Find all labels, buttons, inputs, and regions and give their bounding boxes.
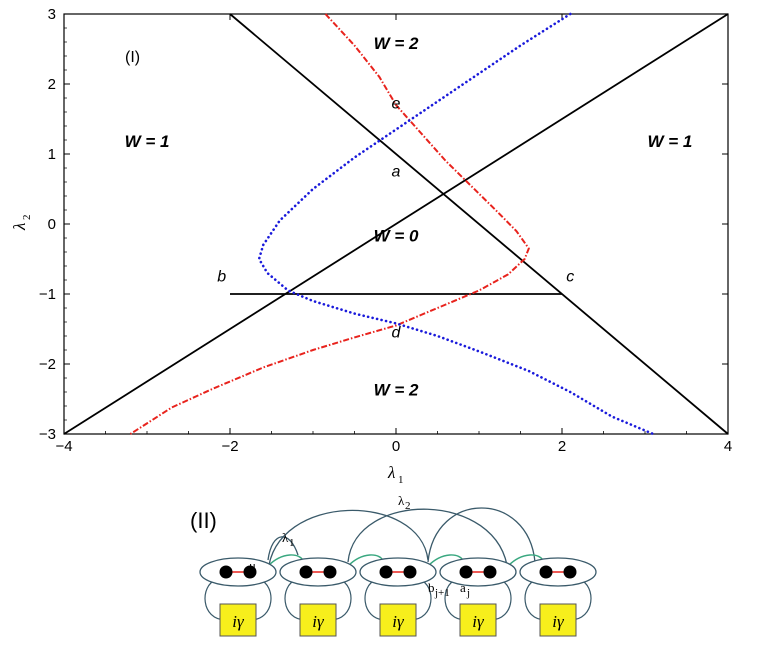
region-label: W = 1 <box>125 132 170 151</box>
y-tick-label: −1 <box>39 286 56 303</box>
x-tick-label: −4 <box>55 438 72 455</box>
curves <box>63 12 729 436</box>
point-label-b: b <box>217 268 226 285</box>
x-tick-label: −2 <box>221 438 238 455</box>
region-label: W = 2 <box>374 381 419 400</box>
svg-text:λ: λ <box>398 493 405 508</box>
site-b <box>323 565 337 579</box>
svg-text:λ: λ <box>282 530 289 545</box>
y-tick-label: 2 <box>48 76 56 93</box>
svg-text:j: j <box>466 587 470 599</box>
site-b <box>483 565 497 579</box>
y-tick-label: 3 <box>48 6 56 23</box>
svg-text:a: a <box>460 580 466 595</box>
box-label: iγ <box>232 612 245 631</box>
y-tick-label: −2 <box>39 356 56 373</box>
svg-text:2: 2 <box>405 500 411 512</box>
svg-text:2: 2 <box>21 215 33 221</box>
dissipation-box <box>459 603 497 637</box>
y-axis-label: λ 2 <box>10 215 33 232</box>
region-label: W = 1 <box>647 132 692 151</box>
unit-cell: iγ <box>279 557 357 637</box>
x-tick-label: 2 <box>558 438 566 455</box>
site-a <box>299 565 313 579</box>
point-label-a: a <box>392 163 401 180</box>
site-a <box>459 565 473 579</box>
svg-text:λ: λ <box>10 223 29 231</box>
y-tick-label: 0 <box>48 216 56 233</box>
y-tick-label: 1 <box>48 146 56 163</box>
dissipation-box <box>299 603 337 637</box>
site-a <box>539 565 553 579</box>
arc-2 <box>347 508 509 573</box>
lambda2-label: λ 2 <box>398 493 411 512</box>
region-label: W = 0 <box>374 227 419 246</box>
unit-cells: iγ iγ iγ iγ iγ <box>199 557 597 637</box>
svg-text:1: 1 <box>398 474 404 486</box>
site-a <box>379 565 393 579</box>
panel-label-II: (II) <box>190 508 217 533</box>
arc-3 <box>427 507 536 563</box>
region-labels: W = 2 W = 1 W = 1 W = 0 W = 2 <box>125 34 693 400</box>
unit-cell: iγ <box>439 557 517 637</box>
panel-label-I: (I) <box>125 49 140 66</box>
box-label: iγ <box>552 612 565 631</box>
region-label: W = 2 <box>374 34 419 53</box>
box-label: iγ <box>392 612 405 631</box>
lambda1-label: λ 1 <box>282 530 295 549</box>
point-labels: e a b c d <box>217 96 574 342</box>
series-1-line <box>63 13 729 435</box>
x-tick-label: 0 <box>392 438 400 455</box>
site-b <box>243 565 257 579</box>
x-axis-label: λ 1 <box>387 463 404 486</box>
svg-text:b: b <box>428 580 435 595</box>
dissipation-box <box>219 603 257 637</box>
unit-cell: iγ <box>519 557 597 637</box>
site-a <box>219 565 233 579</box>
lambda2-arcs <box>267 507 536 573</box>
site-b <box>563 565 577 579</box>
arc-1 <box>267 509 429 573</box>
panel-II: (II) λ 2 λ 1 iγ iγ iγ iγ iγ μ b j+1 <box>190 493 597 637</box>
svg-text:j+1: j+1 <box>434 587 450 599</box>
y-tick-label: −3 <box>39 426 56 443</box>
svg-text:λ: λ <box>387 463 395 482</box>
box-label: iγ <box>472 612 485 631</box>
unit-cell: iγ <box>359 557 437 637</box>
series-4-line <box>129 13 530 435</box>
svg-text:1: 1 <box>289 537 295 549</box>
box-label: iγ <box>312 612 325 631</box>
tick-labels: −4 −2 0 2 4 3 2 1 0 −1 −2 −3 <box>39 6 732 455</box>
unit-cell: iγ <box>199 557 277 637</box>
dissipation-box <box>539 603 577 637</box>
a-label: a j <box>460 580 470 599</box>
arc-4 <box>267 536 299 561</box>
mu-label: μ <box>249 558 256 573</box>
point-label-c: c <box>566 268 574 285</box>
dissipation-box <box>379 603 417 637</box>
series-2-line <box>229 13 729 435</box>
b-label: b j+1 <box>428 580 450 599</box>
site-b <box>403 565 417 579</box>
series-5-line <box>257 12 655 436</box>
point-label-e: e <box>392 96 401 113</box>
x-tick-label: 4 <box>724 438 732 455</box>
point-label-d: d <box>392 324 402 341</box>
